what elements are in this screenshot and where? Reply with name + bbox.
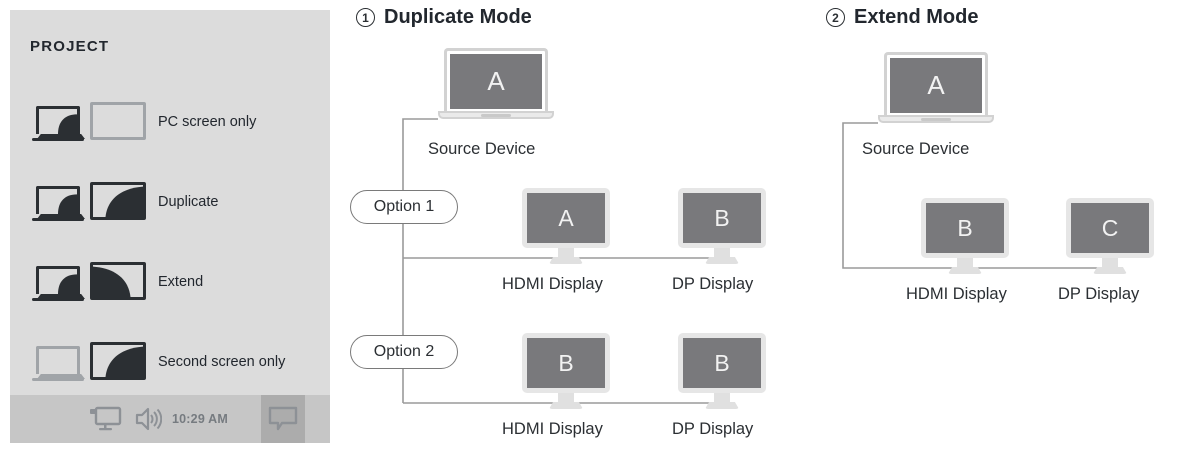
laptop-screen-label: A: [890, 58, 982, 113]
hdmi-display-caption: HDMI Display: [502, 420, 603, 438]
monitor-glyph: [90, 182, 146, 220]
laptop-glyph: [32, 106, 84, 144]
hdmi-display-monitor: A: [522, 188, 610, 264]
sidebar-item-second-screen-only[interactable]: Second screen only: [10, 322, 330, 402]
section-extend-mode: 2 Extend Mode A Source Device B HDMI Dis…: [820, 0, 1180, 453]
source-device-laptop: A: [878, 52, 994, 123]
wallpaper-curve: [39, 189, 77, 214]
dp-display-caption: DP Display: [672, 275, 754, 293]
wallpaper-curve: [93, 265, 143, 297]
extend-icon: [28, 258, 150, 306]
section-heading: 1 Duplicate Mode: [356, 6, 532, 29]
option-2-pill[interactable]: Option 2: [350, 335, 458, 369]
hdmi-display-monitor: B: [921, 198, 1009, 274]
sidebar-item-pc-screen-only[interactable]: PC screen only: [10, 82, 330, 162]
laptop-glyph: [32, 346, 84, 384]
section-number-badge: 2: [826, 8, 845, 27]
section-heading: 2 Extend Mode: [826, 6, 978, 29]
wallpaper-curve: [93, 185, 143, 217]
display-icon[interactable]: [88, 406, 122, 432]
laptop-glyph: [32, 266, 84, 304]
dp-display-monitor: B: [678, 188, 766, 264]
monitor-screen-label: B: [527, 338, 605, 388]
monitor-screen-label: B: [926, 203, 1004, 253]
dp-display-caption: DP Display: [1058, 285, 1140, 303]
monitor-glyph: [90, 342, 146, 380]
laptop-glyph: [32, 186, 84, 224]
pc-screen-only-icon: [28, 98, 150, 146]
source-device-caption: Source Device: [428, 140, 536, 158]
section-duplicate-mode: 1 Duplicate Mode A Source Device Option …: [350, 0, 810, 453]
second-screen-only-icon: [28, 338, 150, 386]
monitor-glyph: [90, 102, 146, 140]
duplicate-icon: [28, 178, 150, 226]
sidebar-item-label: PC screen only: [158, 114, 257, 130]
monitor-screen-label: B: [683, 193, 761, 243]
notification-bubble-icon[interactable]: [261, 395, 305, 443]
laptop-screen-label: A: [450, 54, 542, 109]
wallpaper-curve: [93, 345, 143, 377]
panel-title: PROJECT: [30, 38, 110, 55]
sidebar-item-label: Duplicate: [158, 194, 219, 210]
sidebar-item-label: Extend: [158, 274, 204, 290]
taskbar: 10:29 AM: [10, 395, 330, 443]
hdmi-display-monitor: B: [522, 333, 610, 409]
volume-icon[interactable]: [134, 406, 163, 432]
source-device-laptop: A: [438, 48, 554, 119]
monitor-screen-label: C: [1071, 203, 1149, 253]
wallpaper-curve: [39, 109, 77, 134]
project-panel: PROJECT: [10, 10, 330, 443]
section-number-badge: 1: [356, 8, 375, 27]
hdmi-display-caption: HDMI Display: [502, 275, 603, 293]
monitor-screen-label: B: [683, 338, 761, 388]
projection-mode-list: PC screen only: [10, 82, 330, 402]
sidebar-item-duplicate[interactable]: Duplicate: [10, 162, 330, 242]
wallpaper-curve: [39, 269, 77, 294]
taskbar-clock[interactable]: 10:29 AM: [172, 412, 229, 426]
section-title: Extend Mode: [854, 6, 979, 28]
section-title: Duplicate Mode: [384, 6, 532, 28]
dp-display-monitor: C: [1066, 198, 1154, 274]
source-device-caption: Source Device: [862, 140, 970, 158]
monitor-screen-label: A: [527, 193, 605, 243]
dp-display-monitor: B: [678, 333, 766, 409]
monitor-glyph: [90, 262, 146, 300]
hdmi-display-caption: HDMI Display: [906, 285, 1007, 303]
sidebar-item-extend[interactable]: Extend: [10, 242, 330, 322]
dp-display-caption: DP Display: [672, 420, 754, 438]
option-1-pill[interactable]: Option 1: [350, 190, 458, 224]
sidebar-item-label: Second screen only: [158, 354, 286, 370]
